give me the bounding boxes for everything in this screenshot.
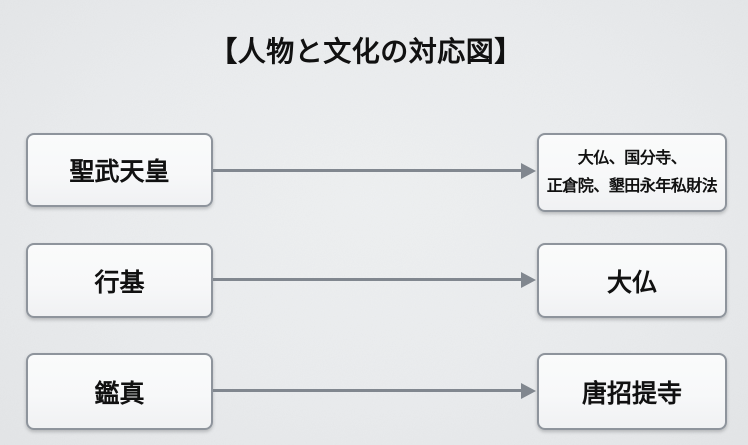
- arrow-connector: [213, 163, 536, 179]
- arrow-connector: [213, 272, 536, 288]
- arrow-line: [213, 278, 524, 281]
- culture-box-ganjin: 唐招提寺: [537, 353, 727, 430]
- page-title: 【人物と文化の対応図】: [209, 36, 523, 67]
- person-box-shomu-tenno: 聖武天皇: [26, 133, 213, 207]
- arrow-line: [213, 389, 524, 392]
- culture-label-line1: 唐招提寺: [581, 379, 682, 408]
- person-box-gyoki: 行基: [26, 243, 213, 318]
- arrow-connector: [213, 383, 536, 399]
- arrowhead-icon: [521, 272, 536, 288]
- culture-label-line2: 正倉院、墾田永年私財法: [546, 177, 718, 195]
- arrowhead-icon: [521, 163, 536, 179]
- arrow-line: [213, 169, 524, 172]
- person-label: 聖武天皇: [69, 158, 170, 186]
- person-label: 行基: [94, 268, 145, 297]
- person-label: 鑑真: [94, 379, 145, 408]
- culture-label-line1: 大仏: [606, 268, 657, 297]
- culture-label-line1: 大仏、国分寺、: [577, 149, 687, 167]
- culture-box-gyoki: 大仏: [537, 243, 727, 318]
- culture-box-shomu-tenno: 大仏、国分寺、 正倉院、墾田永年私財法: [537, 133, 727, 212]
- person-box-ganjin: 鑑真: [26, 353, 213, 430]
- arrowhead-icon: [521, 383, 536, 399]
